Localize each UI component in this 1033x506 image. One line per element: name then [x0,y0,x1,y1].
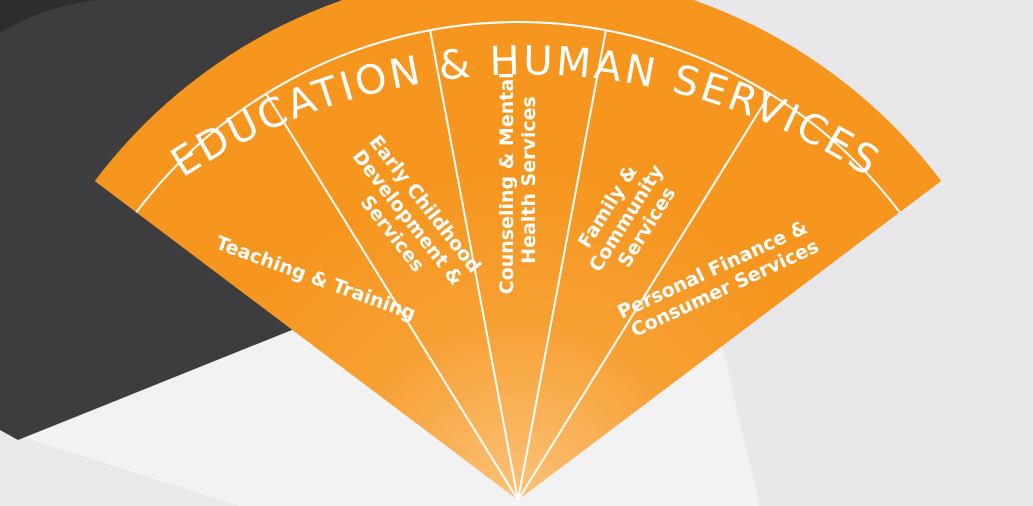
sector-divider [429,29,519,501]
background-panel [0,430,240,506]
sector-divider [265,93,519,501]
sector-divider [517,93,771,501]
pathway-counseling-mental-health: Counseling & Mental Health Services [496,66,540,295]
sector-divider [517,29,607,501]
cluster-fan [94,0,942,501]
fan-body [94,0,942,500]
outer-ring-arc [0,0,95,33]
title-band-divider [135,21,901,213]
